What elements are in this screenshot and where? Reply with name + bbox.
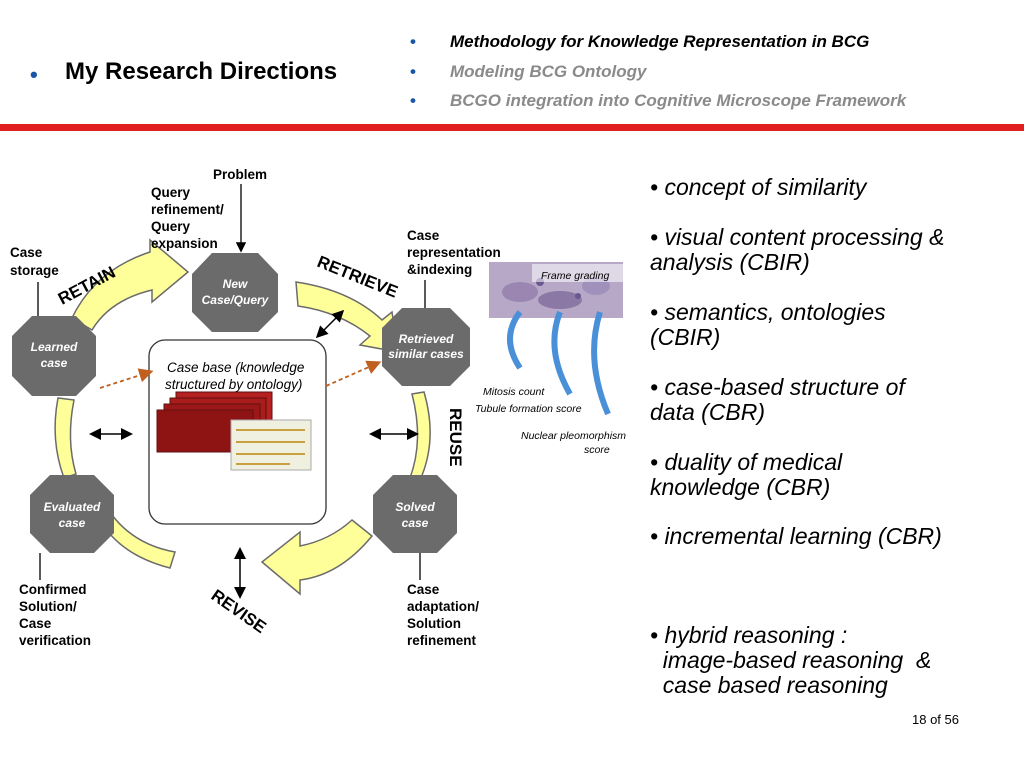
svg-text:refinement/: refinement/ — [151, 202, 224, 217]
svg-text:representation: representation — [407, 245, 501, 260]
revise-label: REVISE — [208, 586, 270, 637]
svg-text:Case: Case — [407, 228, 440, 243]
evaluated-case-node: Evaluated case — [30, 475, 114, 553]
svg-text:Case: Case — [19, 616, 52, 631]
svg-text:&indexing: &indexing — [407, 262, 472, 277]
svg-text:Retrieved: Retrieved — [399, 332, 454, 346]
svg-text:Case base (knowledge: Case base (knowledge — [167, 360, 304, 375]
svg-text:score: score — [584, 444, 610, 456]
case-base-box: Case base (knowledge structured by ontol… — [148, 339, 327, 525]
svg-text:refinement: refinement — [407, 633, 477, 648]
retain-arrow — [71, 238, 190, 332]
title-bullet: • — [30, 62, 38, 87]
cbr-cycle-diagram: New Case/Query Retrieved similar cases S… — [10, 167, 626, 648]
confirmed-solution-label: Confirmed Solution/ Case verification — [19, 582, 91, 648]
point-visual-processing: • visual content processing &analysis (C… — [650, 224, 945, 275]
case-representation-label: Case representation &indexing — [407, 228, 501, 277]
topic-item: • Modeling BCG Ontology — [410, 62, 906, 92]
svg-text:storage: storage — [10, 263, 59, 278]
svg-text:adaptation/: adaptation/ — [407, 599, 479, 614]
svg-text:Solved: Solved — [395, 500, 435, 514]
case-adaptation-label: Case adaptation/ Solution refinement — [407, 582, 479, 648]
svg-text:verification: verification — [19, 633, 91, 648]
topic-label: BCGO integration into Cognitive Microsco… — [450, 91, 907, 110]
svg-text:Evaluated: Evaluated — [44, 500, 101, 514]
case-storage-label: Case storage — [10, 245, 59, 278]
svg-text:Tubule formation score: Tubule formation score — [475, 403, 582, 415]
topic-bullet: • — [410, 91, 416, 110]
query-refinement-label: Query refinement/ Query expansion — [151, 185, 224, 251]
svg-text:Confirmed: Confirmed — [19, 582, 87, 597]
point-semantics: • semantics, ontologies(CBIR) — [650, 299, 886, 350]
svg-text:similar cases: similar cases — [388, 347, 464, 361]
svg-text:Frame grading: Frame grading — [541, 270, 609, 282]
header-divider — [0, 124, 1024, 131]
point-similarity: • concept of similarity — [650, 174, 867, 200]
topic-bullet: • — [410, 32, 416, 51]
svg-text:case: case — [402, 516, 429, 530]
point-incremental-learning: • incremental learning (CBR) — [650, 523, 942, 549]
revise-arrow — [260, 519, 374, 596]
svg-text:Query: Query — [151, 185, 191, 200]
topic-item: • Methodology for Knowledge Representati… — [410, 32, 906, 62]
svg-text:Mitosis count: Mitosis count — [483, 386, 545, 398]
point-hybrid-reasoning: • hybrid reasoning : image-based reasoni… — [650, 622, 932, 698]
problem-label: Problem — [213, 167, 267, 182]
frame-grading-image: Frame grading Mitosis count Tubule forma… — [475, 262, 626, 456]
topic-bullet: • — [410, 61, 416, 81]
svg-text:Case: Case — [10, 245, 43, 260]
topic-label: Modeling BCG Ontology — [450, 61, 647, 81]
svg-text:case: case — [59, 516, 86, 530]
learned-case-node: Learned case — [12, 316, 96, 396]
svg-text:Solution: Solution — [407, 616, 461, 631]
page-number: 18 of 56 — [912, 712, 959, 727]
topic-label: Methodology for Knowledge Representation… — [450, 32, 870, 51]
svg-text:Case/Query: Case/Query — [202, 293, 270, 307]
svg-text:case: case — [41, 356, 68, 370]
svg-text:Case: Case — [407, 582, 440, 597]
learn-arrow — [54, 397, 77, 479]
svg-text:Query: Query — [151, 219, 191, 234]
reuse-arrow — [408, 391, 431, 481]
topic-item: • BCGO integration into Cognitive Micros… — [410, 91, 906, 121]
reuse-label: REUSE — [446, 408, 465, 467]
solved-case-node: Solved case — [373, 475, 457, 553]
new-case-node: New Case/Query — [192, 253, 278, 332]
svg-text:Nuclear pleomorphism: Nuclear pleomorphism — [521, 430, 626, 442]
svg-text:Learned: Learned — [31, 340, 78, 354]
retrieved-cases-node: Retrieved similar cases — [382, 308, 470, 386]
svg-text:Solution/: Solution/ — [19, 599, 77, 614]
slide-title: My Research Directions — [65, 58, 338, 85]
topic-list: • Methodology for Knowledge Representati… — [410, 32, 906, 121]
svg-text:New: New — [223, 277, 248, 291]
svg-text:expansion: expansion — [151, 236, 218, 251]
svg-text:structured by ontology): structured by ontology) — [165, 377, 302, 392]
